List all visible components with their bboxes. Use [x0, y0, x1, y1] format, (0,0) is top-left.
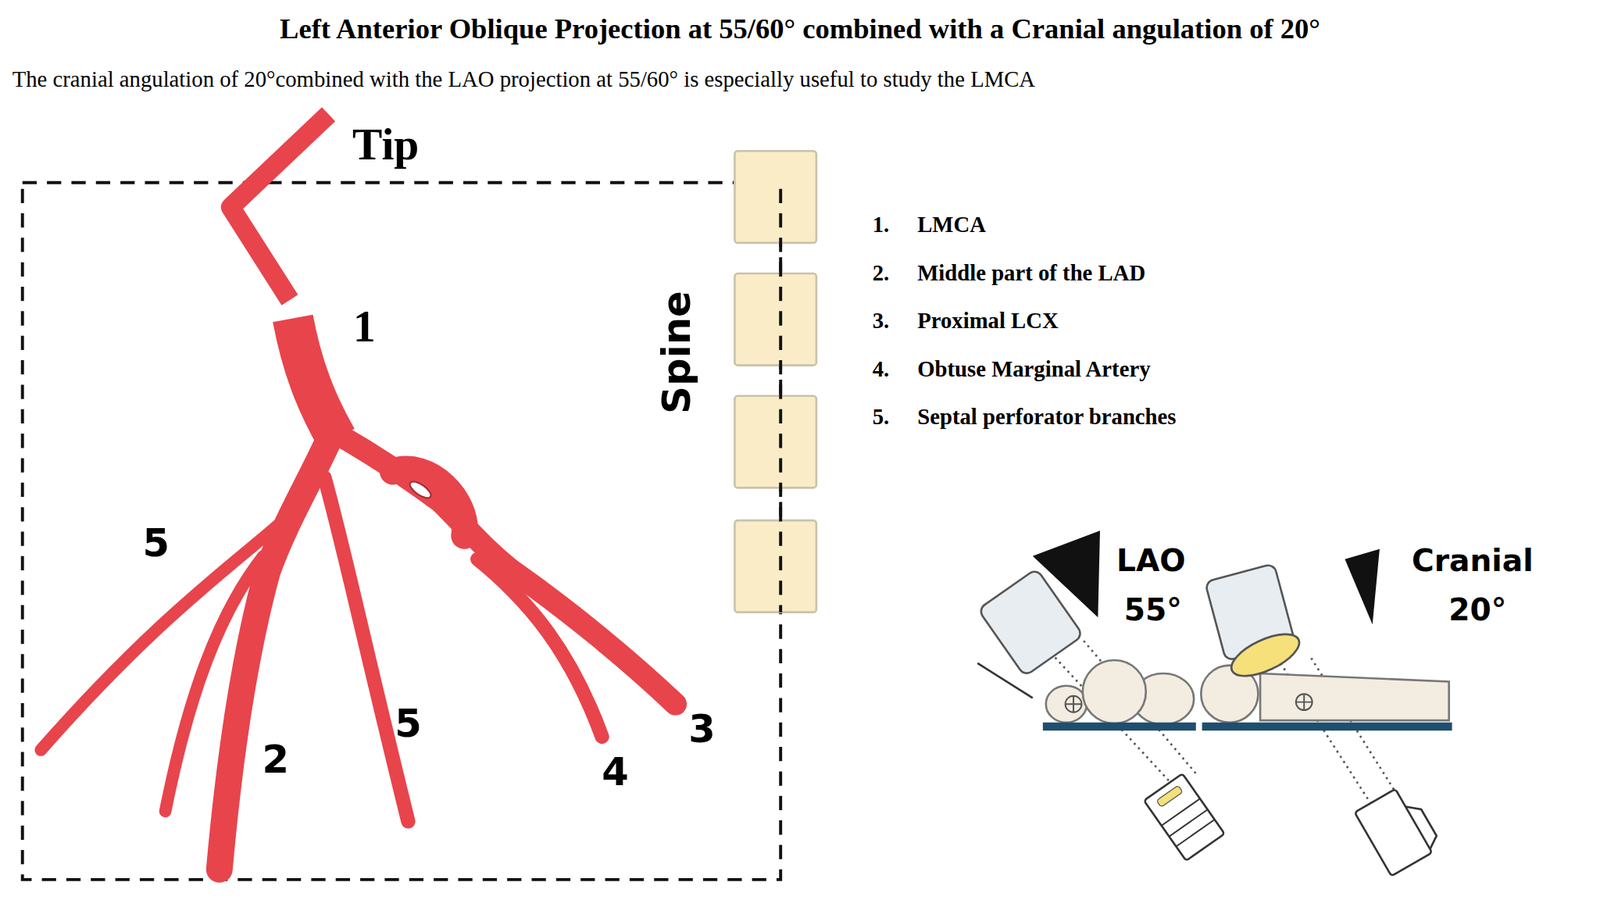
loop-hole: [407, 478, 434, 502]
list-number: 2.: [872, 260, 890, 284]
list-number: 1.: [872, 213, 890, 236]
septal-vessel: [165, 556, 264, 812]
tube-lines: [1405, 800, 1441, 850]
list-text: Obtuse Marginal Artery: [917, 357, 1150, 380]
cranial-inset: [1200, 543, 1452, 876]
spine-vertebrae: [734, 150, 816, 612]
page-title: Left Anterior Oblique Projection at 55/6…: [279, 14, 1321, 43]
plus-mark: [1065, 696, 1083, 713]
septal-vessel: [324, 477, 408, 822]
list-number: 4.: [872, 357, 890, 380]
om-vessel: [477, 559, 602, 737]
list-text: Septal perforator branches: [917, 405, 1176, 429]
angle-label: 20°: [1448, 594, 1507, 625]
tip-label: Tip: [352, 122, 419, 168]
catheter-tip: [230, 114, 329, 300]
list-text: Proximal LCX: [917, 309, 1059, 333]
page-caption: The cranial angulation of 20°combined wi…: [12, 67, 1036, 90]
callout-number: 5: [142, 524, 171, 564]
table: [1042, 722, 1197, 731]
frame-outline: [22, 182, 781, 880]
callout-number: 3: [688, 710, 716, 750]
xray-tube: [1354, 782, 1443, 876]
plus-mark: [1296, 693, 1313, 711]
detector-arm: [977, 663, 1033, 698]
vertebra: [734, 150, 816, 243]
list-number: 3.: [872, 309, 890, 333]
tube-lines: [1161, 798, 1215, 847]
vertebra: [734, 396, 816, 489]
table: [1202, 722, 1453, 731]
callout-number: 4: [601, 753, 629, 793]
projection-label: LAO: [1116, 546, 1186, 577]
heart-shape: [1225, 625, 1306, 685]
patient-head: [1082, 660, 1147, 724]
projection-label: Cranial: [1411, 546, 1534, 577]
lcx-vessel: [336, 433, 676, 704]
lao-inset: [977, 525, 1225, 861]
angle-wedge: [1344, 549, 1379, 625]
list-text: LMCA: [917, 213, 986, 236]
plus-mark: [1065, 696, 1083, 713]
tube-body: [1143, 773, 1225, 861]
lad-vessel: [219, 433, 333, 870]
vertebra: [734, 273, 816, 366]
callout-number: 5: [394, 705, 422, 745]
patient-body: [1260, 673, 1450, 721]
vertebra: [734, 520, 816, 613]
patient-arm: [1046, 685, 1087, 723]
xray-tube: [1143, 773, 1225, 861]
list-text: Middle part of the LAD: [917, 260, 1146, 284]
angle-arc: [1030, 525, 1098, 552]
angle-arc: [1340, 543, 1380, 557]
list-number: 5.: [872, 405, 890, 429]
plus-mark: [1296, 693, 1313, 711]
callout-number: 1: [353, 303, 376, 349]
lcx-loop: [392, 469, 465, 536]
tube-window: [1156, 785, 1183, 808]
coronary-tree: [40, 114, 675, 870]
angle-label: 55°: [1124, 594, 1183, 625]
spine-label: Spine: [657, 290, 697, 414]
frame-overlay: [778, 189, 783, 613]
callout-number: 2: [261, 740, 290, 780]
dashed-frame: [22, 182, 781, 880]
tube-body: [1354, 789, 1433, 876]
